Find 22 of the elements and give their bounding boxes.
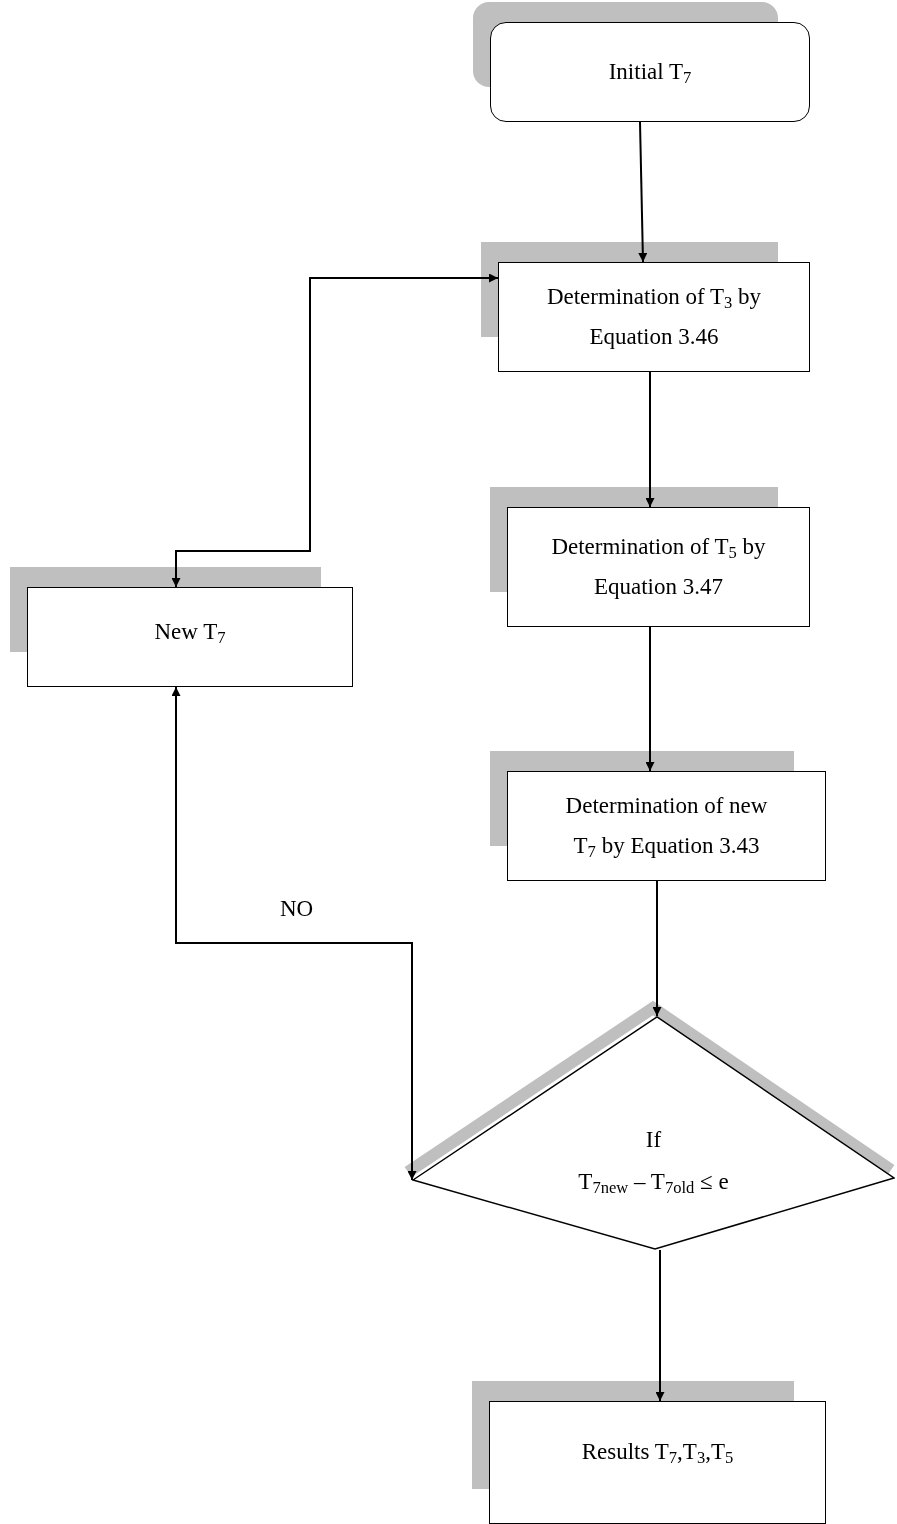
node-text: Results T$_{7}$,T$_{3}$,T$_{5}$ (581, 1438, 734, 1470)
process-box (507, 507, 810, 627)
arrow (655, 1249, 665, 1402)
arrow (645, 371, 655, 508)
node-text: New T$_{7}$ (154, 618, 226, 650)
process-box (489, 1401, 826, 1524)
arrow (171, 273, 499, 588)
process-box (27, 587, 353, 687)
node-text: Determination of T$_{3}$ by Equation 3.46 (545, 282, 763, 351)
arrow (638, 121, 648, 263)
arrow (171, 686, 417, 1181)
edge-label: NO (280, 896, 314, 922)
start-box (490, 22, 810, 122)
arrow (652, 880, 662, 1017)
process-box (507, 771, 826, 881)
node-text: If (645, 1126, 662, 1154)
process-box (498, 262, 810, 372)
node-text: Determination of T$_{5}$ by Equation 3.47 (550, 532, 767, 601)
arrow (645, 626, 655, 772)
node-text: Initial T$_{7}$ (608, 57, 692, 89)
node-text: T$_{7new}$ – T$_{7old}$ ≤ e (578, 1167, 729, 1196)
node-text: Determination of new T$_{7}$ by Equation 3.43 (564, 791, 769, 864)
